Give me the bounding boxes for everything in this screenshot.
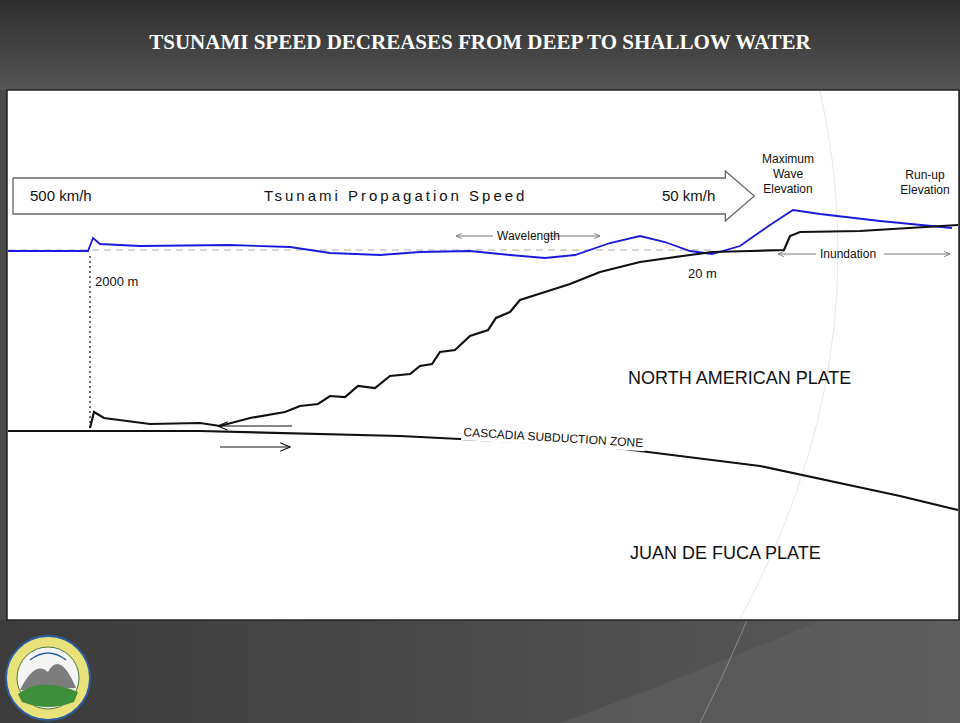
plate-name: NORTH AMERICAN PLATE [628, 368, 851, 389]
plate-name: JUAN DE FUCA PLATE [630, 543, 821, 564]
depth-line [89, 256, 90, 428]
art-shape [17, 647, 79, 709]
arrow-outline [13, 171, 754, 221]
inundation-arrow [884, 254, 950, 255]
depth-label: 2000 m [95, 274, 138, 290]
wavelength-arrow [456, 236, 493, 237]
agency-logo [6, 636, 90, 720]
inundation-arrow [778, 254, 816, 255]
plate-motion-arrow [220, 446, 290, 447]
art-shape [30, 653, 66, 660]
plate-motion-arrow [218, 425, 292, 426]
speed-value: 500 km/h [30, 187, 92, 205]
speed-arrow: 500 km/h Tsunami Propagation Speed 50 km/h [12, 170, 755, 222]
art-shape [18, 684, 78, 707]
panel-swoosh [740, 91, 838, 619]
diagram-panel [7, 90, 959, 620]
arrow-caption: Tsunami Propagation Speed [264, 187, 527, 205]
callout-label: Run-up Elevation [892, 168, 958, 198]
speed-value: 50 km/h [662, 187, 715, 205]
still-water-line [8, 250, 712, 251]
art-shape [6, 636, 90, 720]
dimension-label: Wavelength [497, 229, 560, 244]
callout-label: Maximum Wave Elevation [748, 152, 828, 197]
depth-label: 20 m [688, 266, 717, 282]
header-band [0, 0, 960, 90]
subduction-fault [8, 431, 958, 510]
water-surface [8, 210, 952, 258]
sea-floor [90, 225, 958, 428]
dimension-label: Inundation [820, 247, 876, 262]
slide-title: TSUNAMI SPEED DECREASES FROM DEEP TO SHA… [0, 30, 960, 55]
